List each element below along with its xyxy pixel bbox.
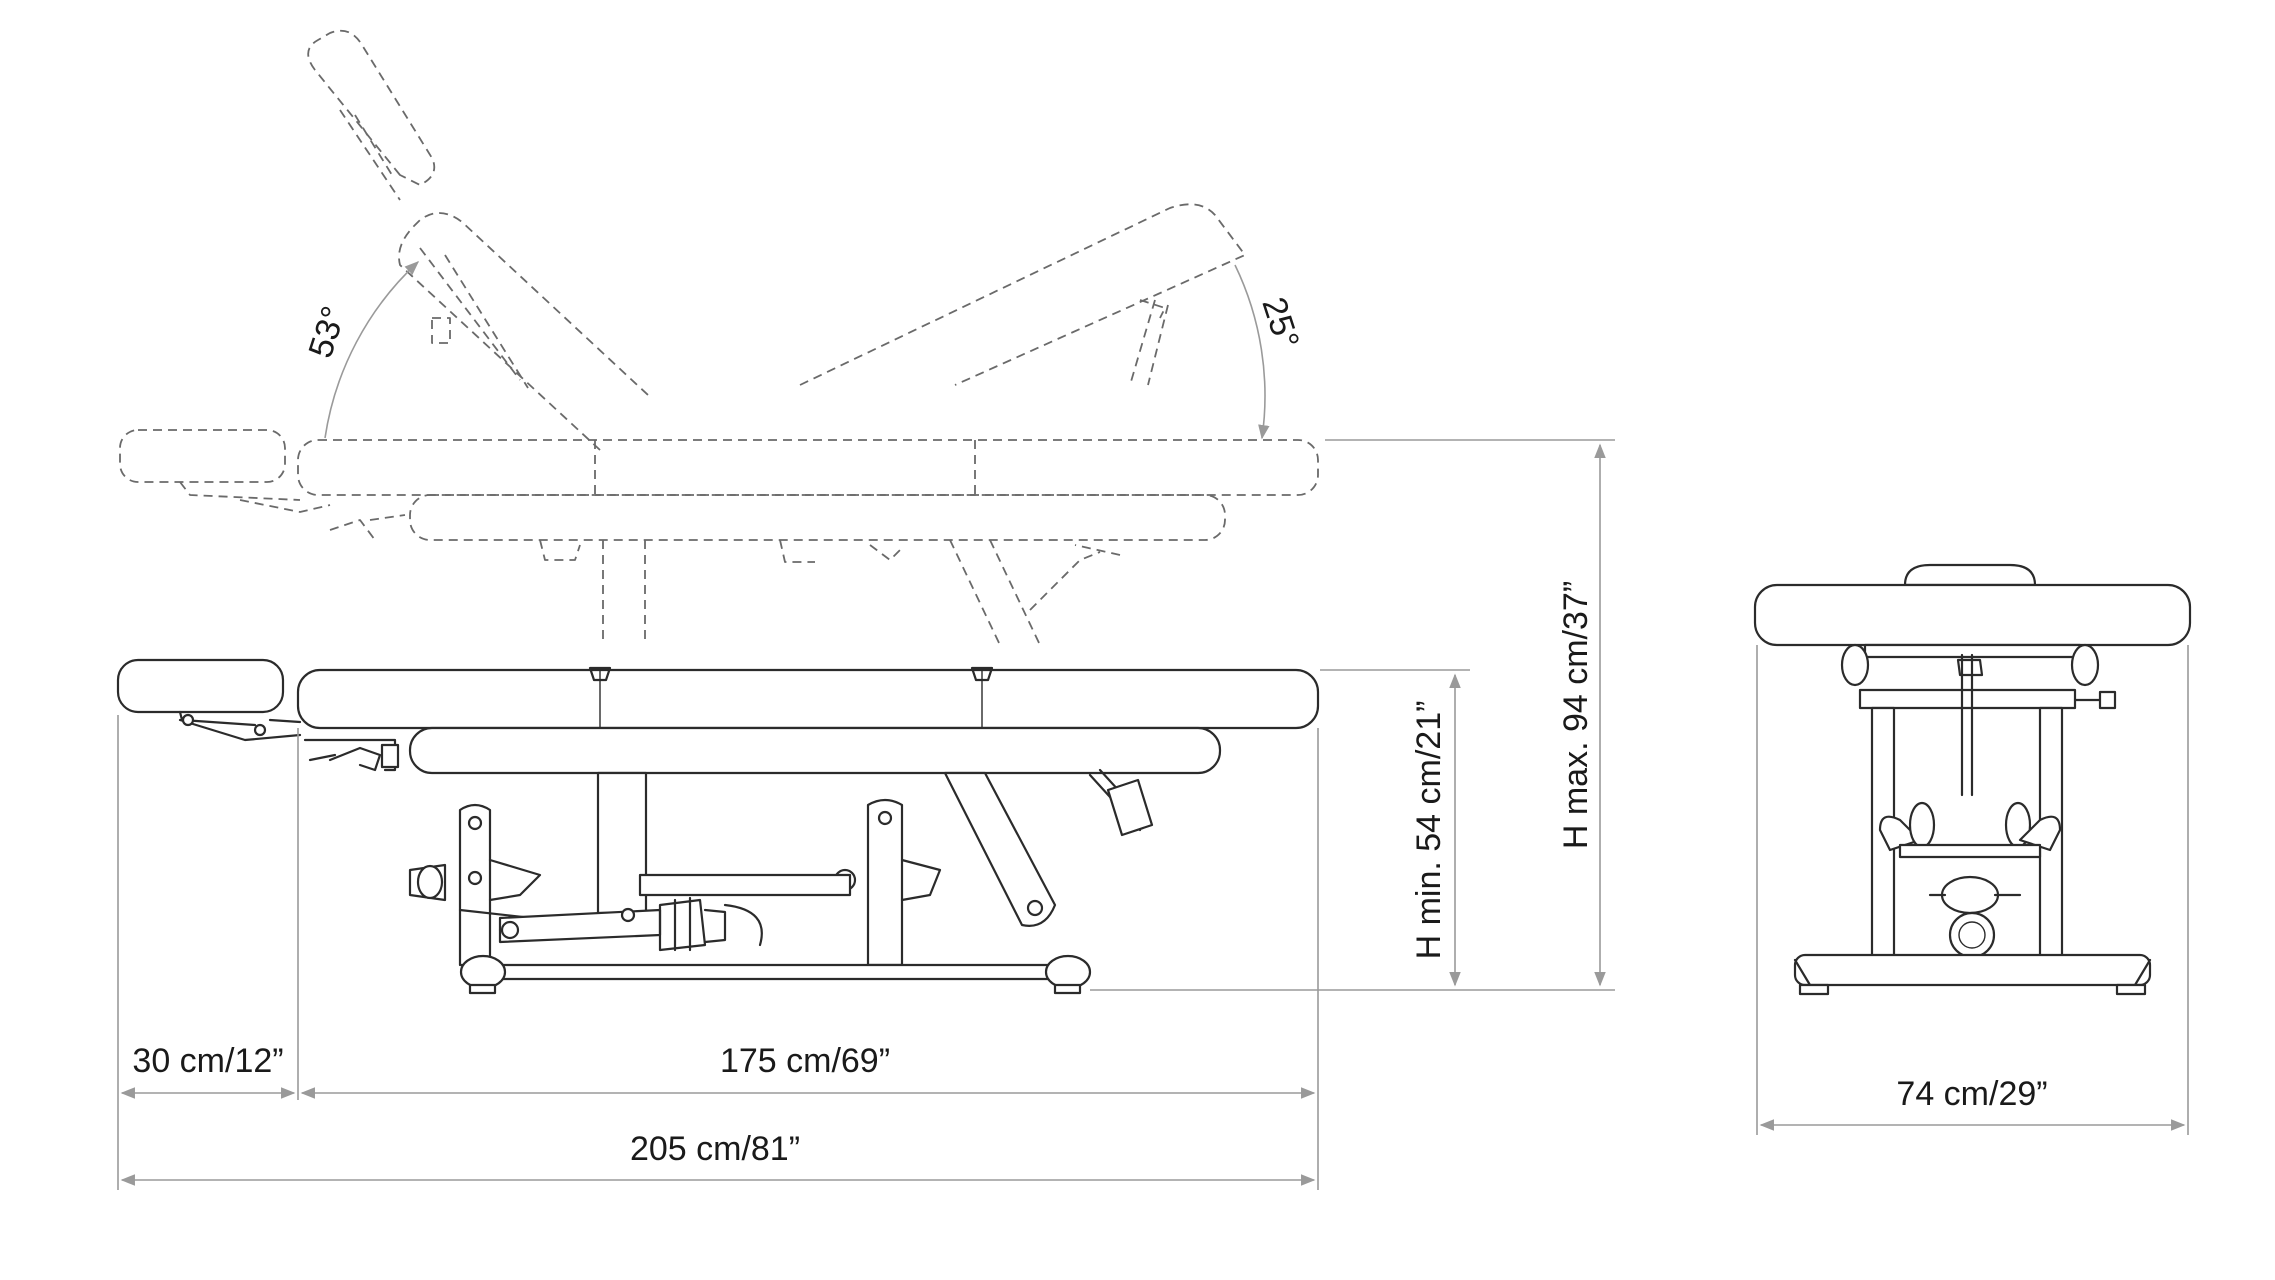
end-crossbar — [1858, 688, 2077, 710]
right-foot — [1044, 954, 1092, 990]
tilted-legrest — [799, 203, 1246, 386]
right-leg — [866, 798, 904, 967]
raised-headrest — [119, 429, 286, 483]
total-length-label: 205 cm/81” — [630, 1130, 800, 1168]
frame-tube — [408, 726, 1222, 775]
tabletop — [296, 668, 1320, 730]
side-view-table — [116, 658, 1320, 995]
angle-arcs — [324, 261, 1270, 440]
legrest-angle-label: 25° — [1254, 293, 1306, 354]
width-label: 74 cm/29” — [1896, 1075, 2047, 1113]
table-length-label: 175 cm/69” — [720, 1042, 890, 1080]
end-motor — [1940, 875, 2000, 915]
tilted-headrest — [307, 29, 436, 186]
end-tabletop — [1753, 583, 2192, 647]
backrest-angle-label: 53° — [301, 302, 353, 363]
raised-position-outline — [119, 29, 1319, 646]
actuator-motor — [498, 896, 763, 952]
diagonal-strut — [943, 771, 1057, 927]
legrest-angle-arc — [1234, 264, 1270, 440]
raised-tabletop — [297, 439, 1319, 496]
height-dimensions — [1090, 439, 1615, 991]
raised-frame — [409, 494, 1226, 541]
end-view-table — [1753, 563, 2192, 996]
left-foot — [459, 954, 507, 990]
raised-headrest-bracket — [179, 481, 331, 513]
base-bar — [468, 963, 1087, 981]
backrest-angle-arc — [324, 261, 420, 439]
tilted-backrest — [398, 212, 649, 451]
headrest-length-label: 30 cm/12” — [132, 1042, 283, 1080]
length-dimensions — [117, 715, 1319, 1190]
height-max-label: H max. 94 cm/37” — [1557, 581, 1595, 849]
end-base — [1793, 953, 2152, 987]
width-dimension — [1756, 645, 2189, 1135]
headrest — [116, 658, 285, 714]
central-column — [596, 771, 648, 915]
height-min-label: H min. 54 cm/21” — [1410, 701, 1448, 960]
end-headrest — [1903, 563, 2037, 587]
